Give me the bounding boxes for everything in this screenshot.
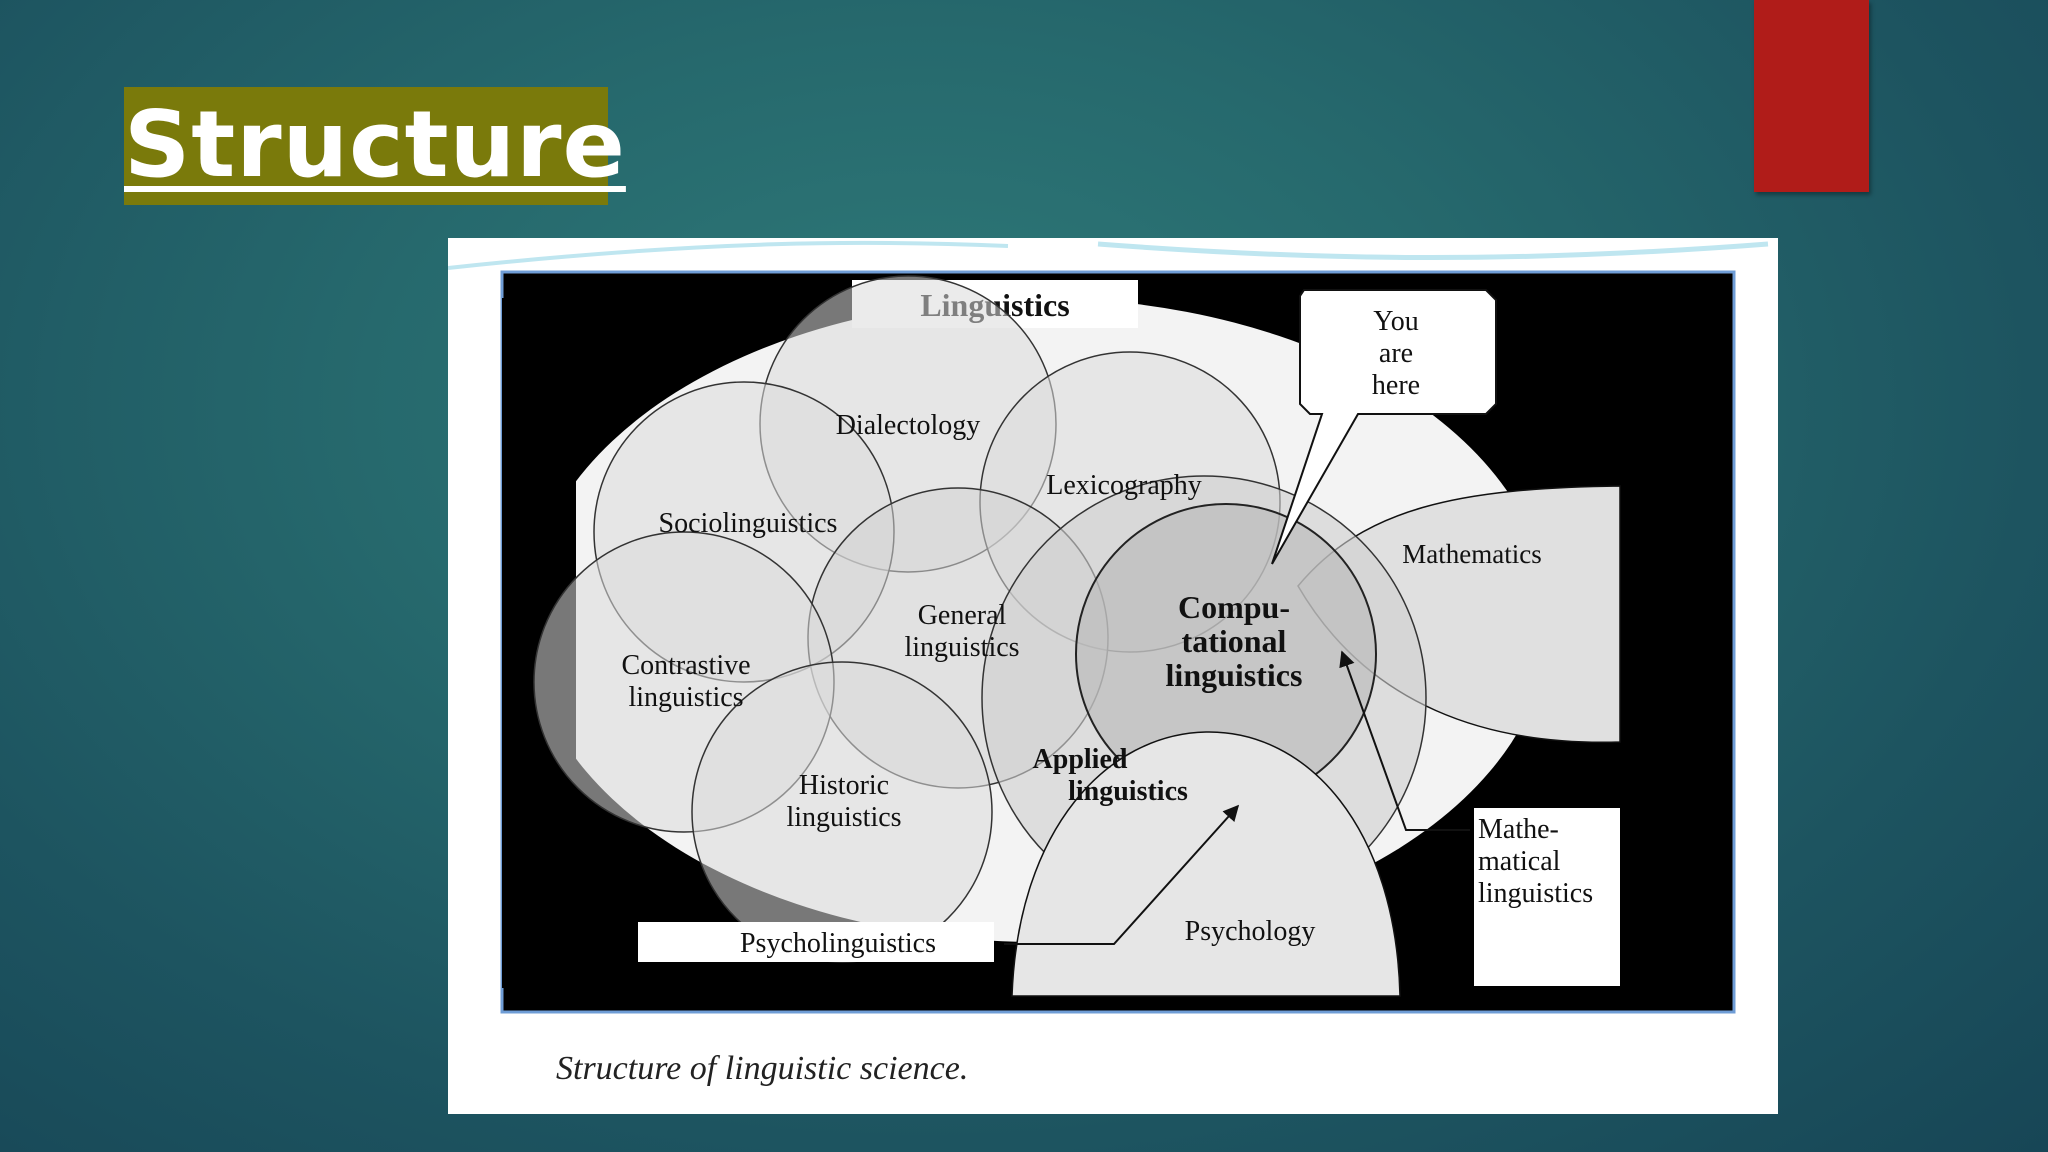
linguistics-diagram: Linguistics Mathematics You are here Dia… (448, 238, 1778, 1014)
applied-label-line-2: linguistics (1068, 776, 1188, 807)
historic-label-line-1: Historic (799, 770, 889, 801)
psycholinguistics-arrow (1004, 804, 1240, 945)
slide-title: Structure (124, 91, 626, 198)
computational-label-line-3: linguistics (1166, 657, 1303, 693)
figure-panel: Linguistics Mathematics You are here Dia… (448, 238, 1778, 1114)
applied-label-line-1: Applied (1033, 744, 1128, 775)
computational-label-line-2: tational (1182, 623, 1287, 659)
sociolinguistics-label: Sociolinguistics (659, 508, 838, 539)
psychology-region (1011, 731, 1401, 997)
math-linguistics-line-2: matical (1478, 846, 1561, 877)
general-label-line-2: linguistics (904, 632, 1019, 663)
swoosh-line-left (448, 240, 1009, 270)
callout-line-3: here (1372, 370, 1420, 401)
computational-label-line-1: Compu- (1178, 589, 1290, 625)
math-linguistics-line-1: Mathe- (1478, 814, 1559, 845)
psycholinguistics-label: Psycholinguistics (740, 928, 936, 959)
figure-caption: Structure of linguistic science. (556, 1050, 969, 1087)
psychology-label: Psychology (1185, 916, 1316, 947)
historic-label-line-2: linguistics (786, 802, 901, 833)
contrastive-label-line-2: linguistics (628, 682, 743, 713)
math-linguistics-line-3: linguistics (1478, 878, 1593, 909)
general-label-line-1: General (918, 600, 1007, 631)
callout-line-1: You (1373, 306, 1418, 337)
psycholinguistics-box (638, 922, 994, 962)
math-linguistics-box (1474, 808, 1620, 986)
callout-bubble (1271, 289, 1497, 565)
accent-bar (1754, 0, 1869, 192)
lexicography-label: Lexicography (1046, 470, 1202, 501)
title-background (124, 87, 608, 205)
mathematics-label: Mathematics (1402, 539, 1541, 569)
callout-line-2: are (1379, 338, 1413, 369)
contrastive-label-line-1: Contrastive (621, 650, 750, 681)
math-linguistics-arrow (1339, 650, 1470, 831)
swoosh-line-right (1097, 241, 1769, 261)
dialectology-label: Dialectology (836, 410, 981, 441)
